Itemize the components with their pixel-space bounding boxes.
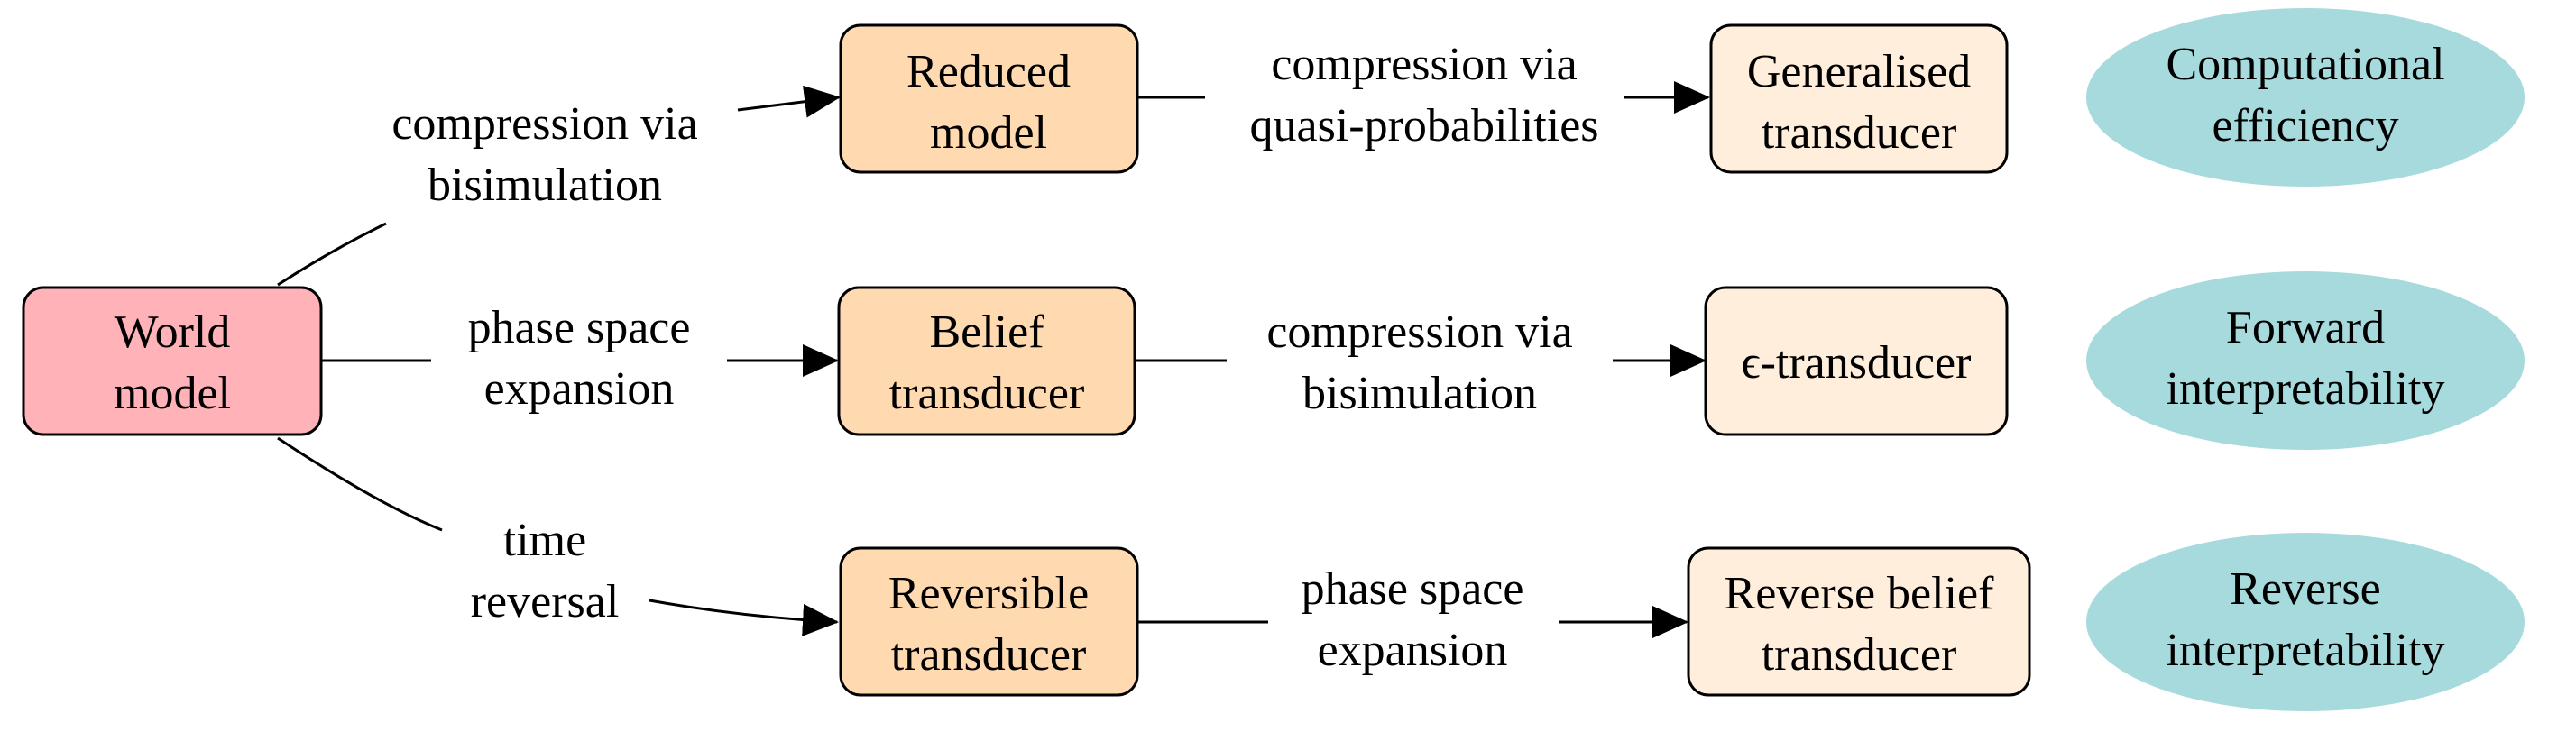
belief-to-epsilon-label-line-1: compression via	[1266, 307, 1572, 358]
edge-world-to-reduced-line	[277, 222, 387, 287]
computational-efficiency-label-line-2: efficiency	[2213, 100, 2399, 151]
node-epsilon-transducer: ϵ-transducer	[1704, 286, 2009, 436]
reversible-to-reverse-belief-label-line-1: phase space	[1302, 563, 1524, 615]
reduced-model-label-line-1: Reduced	[906, 46, 1071, 97]
goal-reverse-interpretability: Reverse interpretability	[2086, 533, 2525, 711]
edge-label-world-to-reversible: time reversal	[471, 515, 620, 627]
world-to-reduced-label-line-2: bisimulation	[428, 160, 662, 211]
generalised-transducer-label-line-1: Generalised	[1747, 46, 1971, 97]
reduced-to-generalised-label-line-1: compression via	[1271, 39, 1577, 90]
forward-interpretability-label-line-2: interpretability	[2166, 363, 2444, 415]
belief-to-epsilon-label-line-2: bisimulation	[1302, 368, 1537, 419]
world-to-reversible-label-line-1: time	[503, 515, 586, 566]
world-model-label-line-2: model	[114, 368, 231, 419]
node-world-model: World model	[22, 286, 323, 436]
goal-forward-interpretability: Forward interpretability	[2086, 271, 2525, 450]
forward-interpretability-label-line-1: Forward	[2226, 302, 2385, 353]
reverse-interpretability-label-line-1: Reverse	[2230, 563, 2380, 615]
world-to-belief-label-line-1: phase space	[468, 302, 691, 353]
edge-label-world-to-reduced: compression via bisimulation	[391, 98, 697, 211]
edge-label-reversible-to-reverse-belief: phase space expansion	[1302, 563, 1524, 676]
edge-label-reduced-to-generalised: compression via quasi-probabilities	[1249, 39, 1598, 151]
edge-world-to-reversible-line	[277, 436, 443, 532]
epsilon-transducer-label: ϵ-transducer	[1742, 337, 1972, 389]
world-to-reduced-label-line-1: compression via	[391, 98, 697, 150]
reversible-transducer-label-line-2: transducer	[891, 629, 1087, 681]
reduced-to-generalised-label-line-2: quasi-probabilities	[1249, 100, 1598, 151]
node-reverse-belief-transducer: Reverse belief transducer	[1687, 546, 2031, 697]
edge-label-belief-to-epsilon: compression via bisimulation	[1266, 307, 1572, 419]
goal-computational-efficiency: Computational efficiency	[2086, 8, 2525, 187]
reversible-transducer-label-line-1: Reversible	[888, 568, 1089, 619]
belief-transducer-label-line-1: Belief	[929, 307, 1044, 358]
node-reduced-model: Reduced model	[839, 23, 1139, 174]
reduced-model-label-line-2: model	[930, 107, 1047, 159]
world-model-label-line-1: World	[115, 307, 231, 358]
node-generalised-transducer: Generalised transducer	[1709, 23, 2009, 174]
node-reversible-transducer: Reversible transducer	[839, 546, 1139, 697]
edge-world-to-reversible-arrow	[649, 599, 839, 636]
world-to-belief-label-line-2: expansion	[484, 363, 675, 415]
reverse-interpretability-label-line-2: interpretability	[2166, 625, 2444, 676]
node-belief-transducer: Belief transducer	[837, 286, 1136, 436]
world-to-reversible-label-line-2: reversal	[471, 576, 620, 627]
reversible-to-reverse-belief-label-line-2: expansion	[1318, 625, 1508, 676]
belief-transducer-label-line-2: transducer	[889, 368, 1085, 419]
computational-efficiency-label-line-1: Computational	[2166, 39, 2444, 90]
reverse-belief-transducer-label-line-2: transducer	[1762, 629, 1957, 681]
edge-label-world-to-belief: phase space expansion	[468, 302, 691, 415]
reverse-belief-transducer-label-line-1: Reverse belief	[1725, 568, 1995, 619]
generalised-transducer-label-line-2: transducer	[1762, 107, 1957, 159]
edge-world-to-reduced-arrow	[737, 85, 841, 118]
edges	[277, 81, 1710, 638]
